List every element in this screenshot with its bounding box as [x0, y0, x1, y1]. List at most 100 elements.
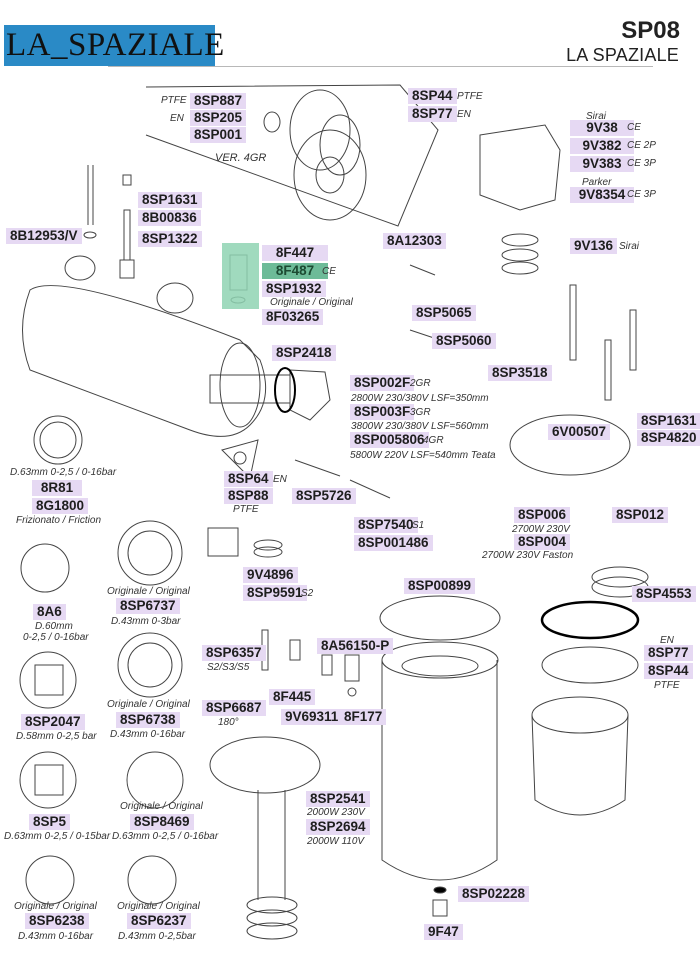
note-friction: Frizionato / Friction: [16, 515, 102, 526]
part-8B00836[interactable]: 8B00836: [138, 210, 201, 226]
note-3gr: 3GR: [410, 407, 431, 418]
part-9V69311[interactable]: 9V69311: [281, 709, 343, 725]
part-8A6[interactable]: 8A6: [33, 604, 66, 620]
part-8SP44-b[interactable]: 8SP44: [644, 663, 693, 679]
part-8SP9591[interactable]: 8SP9591: [243, 585, 307, 601]
part-8SP02228[interactable]: 8SP02228: [458, 886, 530, 902]
spec-8SP6737: D.43mm 0-3bar: [111, 616, 181, 627]
part-8SP00899[interactable]: 8SP00899: [404, 578, 476, 594]
part-8SP887[interactable]: 8SP887: [190, 93, 247, 109]
part-8F445[interactable]: 8F445: [269, 689, 316, 705]
part-8SP4820[interactable]: 8SP4820: [637, 430, 700, 446]
version-note: VER. 4GR: [215, 152, 267, 164]
part-8SP77[interactable]: 8SP77: [408, 106, 457, 122]
element-plate-icon: [209, 736, 321, 794]
part-9V136[interactable]: 9V136: [570, 238, 618, 254]
note-s1: S1: [412, 520, 425, 531]
part-8SP1631-b[interactable]: 8SP1631: [637, 413, 700, 429]
gauge-8SP2047-icon: [19, 651, 77, 709]
spec-8SP004: 2700W 230V Faston: [482, 550, 574, 561]
part-8SP006[interactable]: 8SP006: [514, 507, 571, 523]
part-8SP5065[interactable]: 8SP5065: [412, 305, 476, 321]
note-ce3p: CE 3P: [627, 189, 656, 200]
spec-8SP002F: 2800W 230/380V LSF=350mm: [351, 393, 489, 404]
spec-8SP2047: D.58mm 0-2,5 bar: [16, 731, 97, 742]
gauge-8SP8469-icon: [126, 751, 184, 809]
note-180: 180°: [218, 717, 239, 728]
part-8SP6237[interactable]: 8SP6237: [127, 913, 191, 929]
part-8SP1322[interactable]: 8SP1322: [138, 231, 202, 247]
oring-8SP4553-icon: [540, 600, 640, 640]
part-9F47[interactable]: 9F47: [424, 924, 463, 940]
part-8SP5060[interactable]: 8SP5060: [432, 333, 496, 349]
part-8SP003F[interactable]: 8SP003F: [350, 404, 415, 420]
brand-sirai: Sirai: [586, 111, 607, 122]
part-8SP64[interactable]: 8SP64: [224, 471, 273, 487]
part-8SP001486[interactable]: 8SP001486: [354, 535, 433, 551]
gauge-8SP6238-icon: [25, 855, 75, 905]
note-en: EN: [273, 474, 287, 485]
part-8SP77-b[interactable]: 8SP77: [644, 645, 693, 661]
part-8SP012[interactable]: 8SP012: [612, 507, 669, 523]
part-9V8354[interactable]: 9V8354: [570, 187, 634, 203]
note-ptfe: PTFE: [654, 680, 680, 691]
part-8SP205[interactable]: 8SP205: [190, 110, 247, 126]
part-8SP5[interactable]: 8SP5: [29, 814, 71, 830]
part-8F447[interactable]: 8F447: [262, 245, 328, 261]
part-9V383[interactable]: 9V383: [570, 156, 634, 172]
note-2gr: 2GR: [410, 378, 431, 389]
part-8R81[interactable]: 8R81: [32, 480, 82, 496]
part-8SP5726[interactable]: 8SP5726: [292, 488, 356, 504]
part-8SP6357[interactable]: 8SP6357: [202, 645, 266, 661]
gauge-8SP6237-icon: [127, 855, 177, 905]
part-8SP1932[interactable]: 8SP1932: [262, 281, 326, 297]
part-8SP2418[interactable]: 8SP2418: [272, 345, 336, 361]
gauge-8SP6738-icon: [117, 632, 183, 698]
spec-8SP6237: D.43mm 0-2,5bar: [118, 931, 196, 942]
flange-inset-frame: [145, 84, 439, 227]
part-8G1800[interactable]: 8G1800: [32, 498, 89, 514]
boiler-body-icon: [22, 285, 267, 437]
note-original: Originale / Original: [107, 586, 190, 597]
part-8SP3518[interactable]: 8SP3518: [488, 365, 552, 381]
part-8SP88[interactable]: 8SP88: [224, 488, 273, 504]
part-8F487[interactable]: 8F487: [262, 263, 328, 279]
part-9V38[interactable]: 9V38: [570, 120, 634, 136]
gauge-8SP5-icon: [19, 751, 77, 809]
part-8SP1631[interactable]: 8SP1631: [138, 192, 202, 208]
spec-8SP2694: 2000W 110V: [307, 836, 365, 847]
note-original: Originale / Original: [14, 901, 97, 912]
part-8F03265[interactable]: 8F03265: [262, 309, 324, 325]
part-8SP2694[interactable]: 8SP2694: [306, 819, 370, 835]
brand-parker: Parker: [582, 177, 612, 188]
part-8SP6737[interactable]: 8SP6737: [116, 598, 180, 614]
part-8SP002F[interactable]: 8SP002F: [350, 375, 415, 391]
maker-title: LA SPAZIALE: [566, 45, 679, 65]
part-8B12953V[interactable]: 8B12953/V: [6, 228, 82, 244]
part-9V4896[interactable]: 9V4896: [243, 567, 298, 583]
note-en: EN: [660, 635, 674, 646]
part-8SP2541[interactable]: 8SP2541: [306, 791, 370, 807]
part-8SP6238[interactable]: 8SP6238: [25, 913, 89, 929]
spec-8SP005806: 5800W 220V LSF=540mm Teata: [350, 450, 496, 461]
part-8SP8469[interactable]: 8SP8469: [130, 814, 194, 830]
part-8SP44[interactable]: 8SP44: [408, 88, 457, 104]
part-9V382[interactable]: 9V382: [570, 138, 634, 154]
part-8SP005806[interactable]: 8SP005806: [350, 432, 429, 448]
part-8SP2047[interactable]: 8SP2047: [21, 714, 85, 730]
part-6V00507[interactable]: 6V00507: [548, 424, 611, 440]
part-8SP6738[interactable]: 8SP6738: [116, 712, 180, 728]
gasket-ring-icon: [289, 89, 351, 171]
part-8A12303[interactable]: 8A12303: [383, 233, 446, 249]
flange-plate-icon: [293, 129, 367, 221]
head-plate-icon: [509, 414, 631, 476]
spec-8SP6738: D.43mm 0-16bar: [110, 729, 186, 740]
part-8SP004[interactable]: 8SP004: [514, 534, 571, 550]
part-8SP4553[interactable]: 8SP4553: [632, 586, 696, 602]
part-8SP001[interactable]: 8SP001: [190, 127, 247, 143]
note-original: Originale / Original: [120, 801, 203, 812]
part-8SP7540[interactable]: 8SP7540: [354, 517, 418, 533]
part-8A56150-P[interactable]: 8A56150-P: [317, 638, 394, 654]
part-8SP6687[interactable]: 8SP6687: [202, 700, 266, 716]
part-8F177[interactable]: 8F177: [340, 709, 387, 725]
